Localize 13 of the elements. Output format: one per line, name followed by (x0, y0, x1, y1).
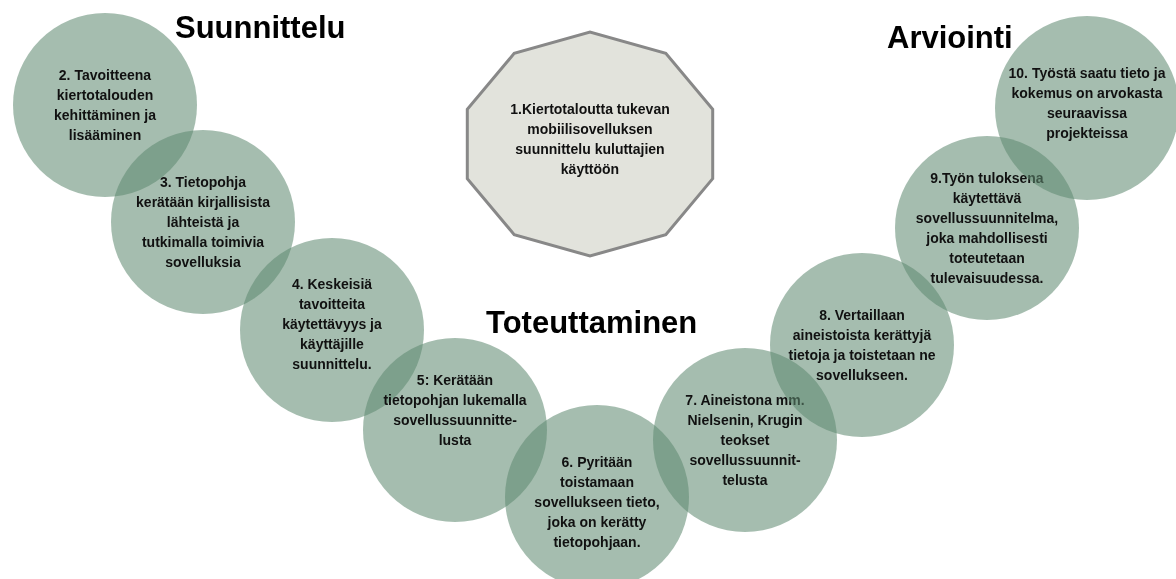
step-text: 3. Tietopohja kerätään kirjallisista lähteistä ja tutkimalla toimivia sovelluksia (135, 173, 271, 272)
step-text: 8. Vertaillaan aineistoista kerättyjä tietoja ja toistetaan ne sovellukseen. (787, 306, 937, 385)
step-text: 9.Työn tuloksena käytettävä sovellussuunnitelma, joka mahdollisesti toteutetaan tulevaisuudessa. (914, 169, 1060, 288)
step-text: 5: Kerätään tietopohjan lukemalla sovellussuunnitte-lusta (382, 371, 528, 450)
goal-text: 1.Kiertotaloutta tukevan mobiilisovelluksen suunnittelu kuluttajien käyttöön (509, 100, 671, 179)
phase-heading: Toteuttaminen (486, 305, 698, 341)
phase-heading: Arviointi (887, 20, 1013, 56)
step-text: 6. Pyritään toistamaan sovellukseen tieto, joka on kerätty tietopohjaan. (533, 453, 661, 552)
step-text: 4. Keskeisiä tavoitteita käytettävyys ja käyttäjille suunnittelu. (281, 275, 383, 374)
step-text: 2. Tavoitteena kiertotalouden kehittäminen ja lisääminen (53, 66, 157, 145)
step-text: 7. Aineistona mm. Nielsenin, Krugin teokset sovellussuunnit-telusta (684, 391, 806, 490)
phase-heading: Suunnittelu (175, 10, 346, 46)
step-text: 10. Työstä saatu tieto ja kokemus on arvokasta seuraavissa projekteissa (1007, 64, 1167, 143)
